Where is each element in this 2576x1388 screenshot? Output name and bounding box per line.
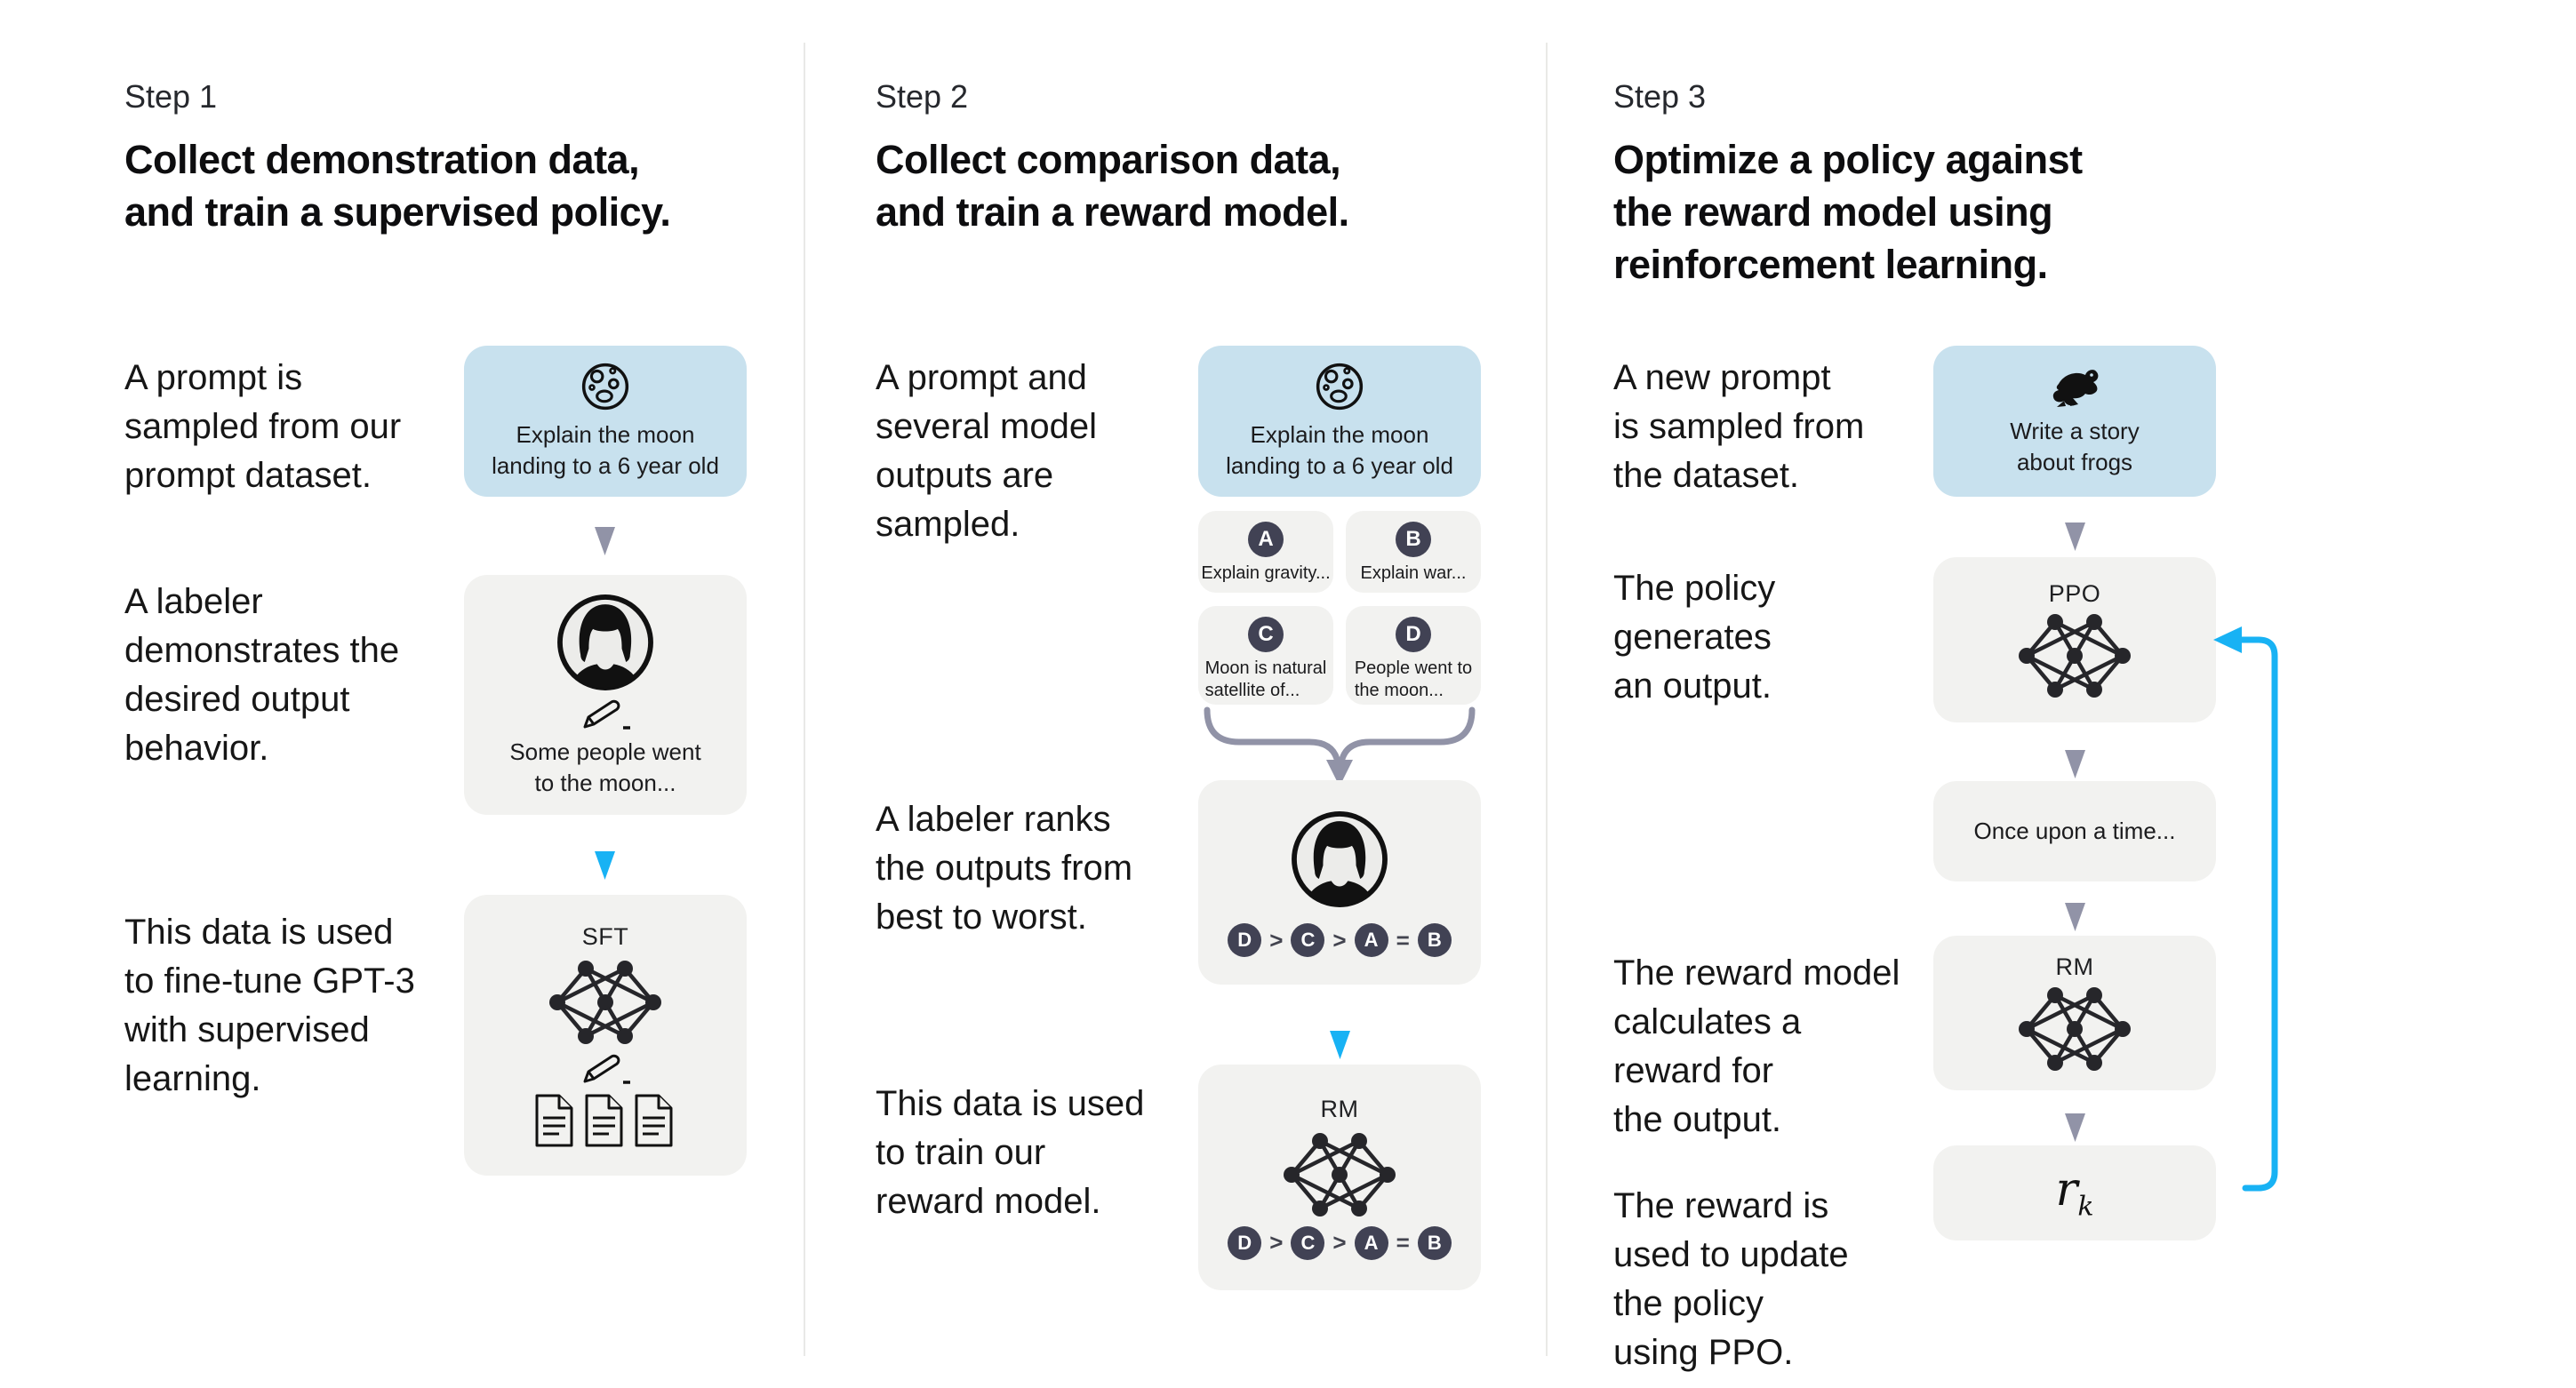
- step-1-caption-prompt: A prompt is sampled from our prompt data…: [124, 358, 402, 495]
- step-1-demonstration-text: Some people went to the moon...: [509, 738, 701, 796]
- step-1-sft-model-box: SFT: [464, 895, 747, 1176]
- rank-badge: D: [1228, 923, 1262, 957]
- step-3-caption-update: The reward is used to update the policy …: [1613, 1186, 1849, 1372]
- step-1-labeler-box: Some people went to the moon...: [464, 575, 747, 815]
- pencil-icon: [579, 1054, 632, 1086]
- rank-operator: =: [1396, 926, 1410, 953]
- output-a-text: Explain gravity...: [1201, 563, 1331, 583]
- rank-badge: D: [1228, 1225, 1262, 1260]
- step-1-title: Collect demonstration data, and train a …: [124, 137, 671, 235]
- neural-network-icon: [1281, 1130, 1398, 1219]
- ranking-row: D > C > A = B: [1228, 1225, 1452, 1260]
- pencil-icon: [579, 699, 632, 731]
- feedback-loop-arrow-icon: [2213, 626, 2278, 1192]
- moon-icon: [1314, 361, 1365, 412]
- output-card-d: D People went to the moon...: [1346, 606, 1481, 705]
- step-2-reward-model-box: RM D > C > A = B: [1198, 1065, 1481, 1290]
- step-3-output-text: Once upon a time...: [1973, 818, 2176, 844]
- step-3-reward-model-box: RM: [1933, 936, 2216, 1090]
- output-card-c: C Moon is natural satellite of...: [1198, 606, 1333, 705]
- flow-down-arrow-icon: [2065, 522, 2085, 551]
- frog-icon: [2046, 364, 2103, 409]
- step-3-prompt-box: Write a story about frogs: [1933, 346, 2216, 497]
- rank-operator: >: [1332, 1229, 1347, 1256]
- step-1-caption-labeler: A labeler demonstrates the desired outpu…: [124, 582, 400, 768]
- ranking-row: D > C > A = B: [1228, 923, 1452, 957]
- step-3-title: Optimize a policy against the reward mod…: [1613, 137, 2083, 287]
- step-3-caption-prompt: A new prompt is sampled from the dataset…: [1613, 358, 1865, 495]
- step-3-output-box: Once upon a time...: [1933, 781, 2216, 881]
- neural-network-icon: [2016, 611, 2133, 700]
- merge-down-arrow-icon: [1204, 706, 1476, 786]
- labeler-avatar-icon: [554, 591, 657, 694]
- step-2-ranking-box: D > C > A = B: [1198, 780, 1481, 985]
- letter-badge-a: A: [1248, 522, 1284, 557]
- rank-badge: A: [1354, 1225, 1388, 1260]
- step-2-prompt-box: Explain the moon landing to a 6 year old: [1198, 346, 1481, 497]
- rank-badge: A: [1354, 923, 1388, 957]
- flow-down-arrow-icon: [2065, 903, 2085, 931]
- step-1-caption-finetune: This data is used to fine-tune GPT-3 wit…: [124, 913, 415, 1098]
- rank-badge: B: [1417, 923, 1452, 957]
- step-3-label: Step 3: [1613, 78, 1707, 115]
- step-2-caption-ranks: A labeler ranks the outputs from best to…: [876, 800, 1133, 937]
- ppo-model-label: PPO: [2048, 579, 2101, 607]
- column-divider: [1546, 43, 1548, 1356]
- output-c-text: Moon is natural satellite of...: [1204, 658, 1327, 700]
- flow-down-arrow-icon: [2065, 1113, 2085, 1142]
- step-2-title: Collect comparison data, and train a rew…: [876, 137, 1349, 235]
- documents-icon: [534, 1093, 676, 1148]
- step-1-label: Step 1: [124, 78, 218, 115]
- output-card-b: B Explain war...: [1346, 511, 1481, 593]
- letter-badge-d: D: [1396, 617, 1431, 652]
- rank-operator: >: [1269, 1229, 1284, 1256]
- highlight-down-arrow-icon: [595, 851, 615, 880]
- step-2-prompt-text: Explain the moon landing to a 6 year old: [1226, 421, 1453, 479]
- rm-model-label: RM: [2055, 953, 2094, 980]
- step-3-caption-reward: The reward model calculates a reward for…: [1613, 953, 1900, 1139]
- sft-model-label: SFT: [581, 922, 629, 950]
- step-2-caption-train: This data is used to train our reward mo…: [876, 1084, 1145, 1221]
- labeler-avatar-icon: [1288, 808, 1391, 911]
- rank-badge: C: [1291, 923, 1325, 957]
- step-3-prompt-text: Write a story about frogs: [2010, 418, 2140, 475]
- moon-icon: [580, 361, 631, 412]
- rm-model-label: RM: [1320, 1095, 1359, 1122]
- rank-operator: >: [1269, 926, 1284, 953]
- column-divider: [804, 43, 805, 1356]
- rank-operator: =: [1396, 1229, 1410, 1256]
- rank-badge: C: [1291, 1225, 1325, 1260]
- step-2-label: Step 2: [876, 78, 969, 115]
- rank-badge: B: [1417, 1225, 1452, 1260]
- step-1-prompt-box: Explain the moon landing to a 6 year old: [464, 346, 747, 497]
- rank-operator: >: [1332, 926, 1347, 953]
- flow-down-arrow-icon: [2065, 750, 2085, 778]
- step-3-ppo-policy-box: PPO: [1933, 557, 2216, 722]
- highlight-down-arrow-icon: [1330, 1031, 1350, 1059]
- output-d-text: People went to the moon...: [1354, 658, 1473, 700]
- step-3-caption-policy: The policy generates an output.: [1613, 569, 1776, 706]
- step-1-prompt-text: Explain the moon landing to a 6 year old: [492, 421, 719, 479]
- neural-network-icon: [547, 958, 664, 1047]
- step-3-reward-value-box: rk: [1933, 1145, 2216, 1240]
- output-b-text: Explain war...: [1360, 563, 1467, 583]
- letter-badge-c: C: [1248, 617, 1284, 652]
- output-card-a: A Explain gravity...: [1198, 511, 1333, 593]
- reward-symbol: rk: [2055, 1163, 2094, 1223]
- neural-network-icon: [2016, 985, 2133, 1073]
- flow-down-arrow-icon: [595, 527, 615, 555]
- letter-badge-b: B: [1396, 522, 1431, 557]
- step-2-caption-sampled: A prompt and several model outputs are s…: [876, 358, 1098, 544]
